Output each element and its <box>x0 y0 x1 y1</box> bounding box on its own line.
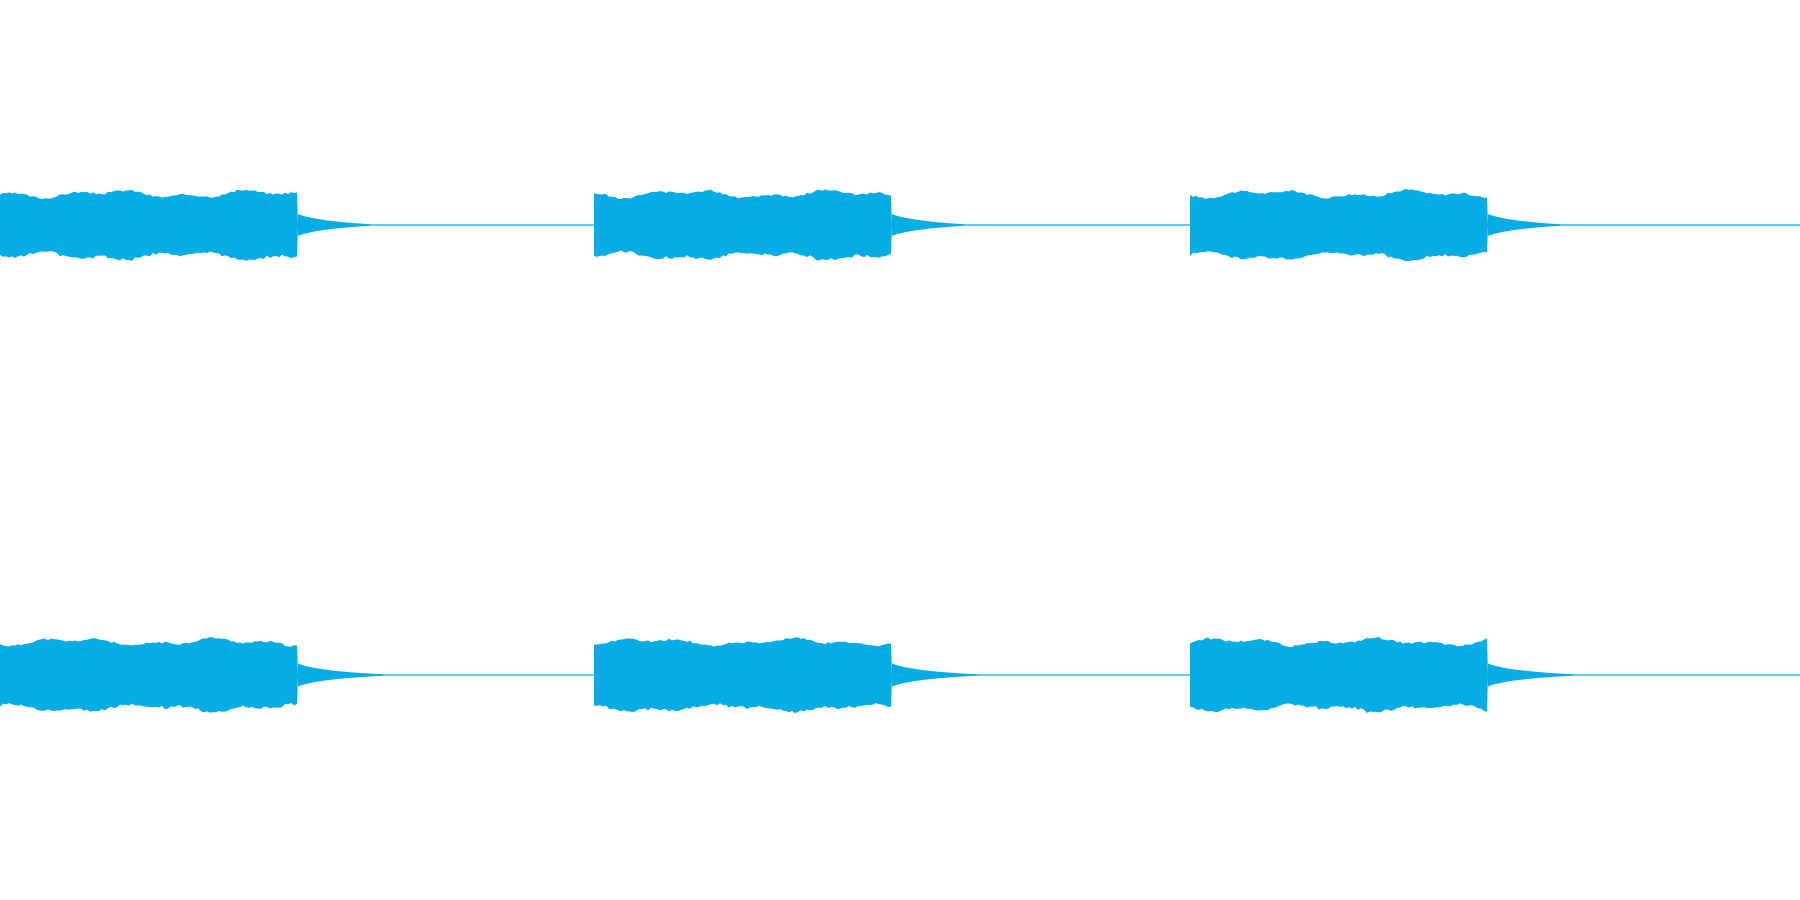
waveform-channel-top <box>0 189 1800 262</box>
waveform-beep <box>594 637 892 714</box>
waveform-beep <box>594 189 892 261</box>
waveform-beep <box>0 189 298 261</box>
waveform-tail <box>298 663 383 687</box>
waveform-beep <box>0 636 298 713</box>
waveform-beep <box>1190 189 1488 262</box>
waveform-tail <box>298 214 370 236</box>
waveform-tail <box>892 663 977 687</box>
waveform-tail <box>1488 214 1560 236</box>
waveform-tail <box>892 214 964 236</box>
waveform-beep <box>1190 637 1488 713</box>
waveform-tail <box>1488 663 1573 687</box>
waveform-channel-bottom <box>0 636 1800 714</box>
